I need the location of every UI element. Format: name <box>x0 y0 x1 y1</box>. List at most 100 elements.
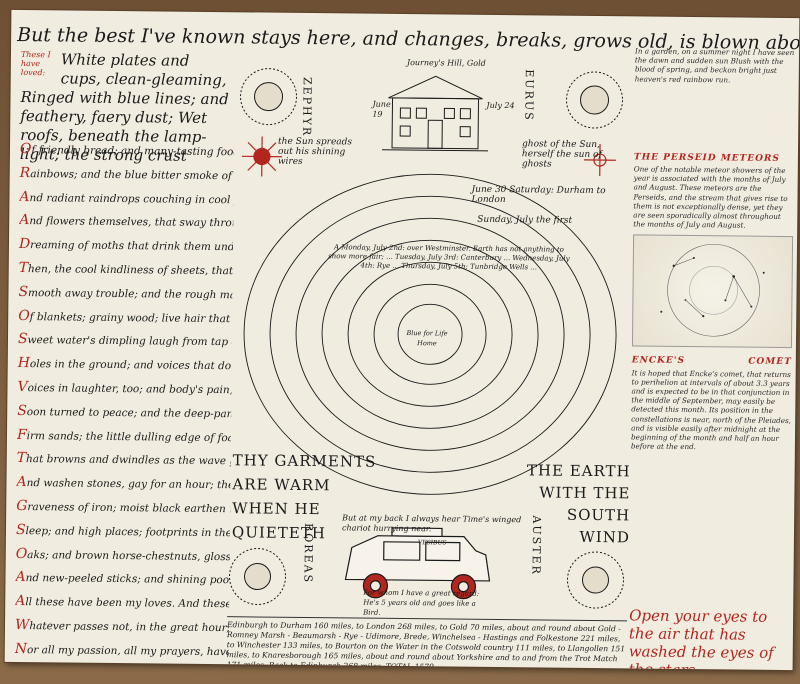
poem-initial: O <box>18 307 30 324</box>
wind-face-bottom-right <box>566 551 624 609</box>
car-caption: But at my back I always hear Time's wing… <box>341 513 522 534</box>
poem-line: Sleep; and high places; footprints in th… <box>16 519 230 545</box>
poem-line: Firm sands; the little dulling edge of f… <box>17 424 231 450</box>
poem-line-text: hen, the cool kindliness of sheets, that… <box>28 263 233 278</box>
poem-line: Nor all my passion, all my prayers, have… <box>15 638 229 664</box>
poem-line-text: raveness of iron; moist black earthen mo… <box>27 501 230 516</box>
wind-face-left <box>240 68 298 126</box>
wind-label-right: EURUS <box>522 69 536 122</box>
poem-line: And new-peeled sticks; and shining pools… <box>15 566 229 592</box>
headline: But the best I've known stays here, and … <box>17 24 799 57</box>
poem-initial: A <box>15 569 26 586</box>
poem-initial: S <box>17 402 27 419</box>
sun-text: the Sun spreads out his shining wires <box>277 136 353 167</box>
poem-line: That browns and dwindles as the wave goe… <box>17 447 231 473</box>
poem-line-text: nd flowers themselves, that sway through… <box>29 215 234 230</box>
house-drawing <box>381 75 488 152</box>
star-chart <box>631 234 794 349</box>
poem-initial: G <box>16 497 28 515</box>
wind-face-right <box>566 71 624 129</box>
poem-line: Soon turned to peace; and the deep-panti… <box>17 400 231 426</box>
itinerary-box: Edinburgh to Durham 160 miles, to London… <box>226 616 628 671</box>
wind-face-bottom-left <box>229 547 287 605</box>
poem-line: And flowers themselves, that sway throug… <box>19 209 233 235</box>
poem-line-text: oon turned to peace; and the deep-pantin… <box>26 405 232 421</box>
comet-heading: COMET <box>748 357 792 368</box>
perseid-text: One of the notable meteor showers of the… <box>633 164 788 230</box>
sunday-red-text: Sunday, July the first <box>477 214 573 226</box>
poem-initial: S <box>15 521 26 538</box>
poem-line: Of blankets; grainy wood; live hair that… <box>18 305 232 331</box>
poem-line-text: nd new-peeled sticks; and shining pools … <box>25 572 230 587</box>
poem-line: And radiant raindrops couching in cool f… <box>19 186 233 212</box>
poem-line-text: aks; and brown horse-chestnuts, glossy-n… <box>27 548 230 564</box>
poem-line-text: hatever passes not, in the great hour; <box>29 620 230 635</box>
poem-line: Holes in the ground; and voices that do … <box>18 352 232 378</box>
poem-line: Whatever passes not, in the great hour; <box>15 614 229 640</box>
right-column: In a garden, on a summer night I have se… <box>631 46 795 452</box>
poem-initial: S <box>18 283 29 300</box>
poem-initial: A <box>19 188 30 205</box>
car-note: For whom I have a great regard: He's 5 y… <box>363 588 480 617</box>
poem-initial: O <box>15 545 28 562</box>
poem-initial: A <box>19 212 30 229</box>
encke-heading: ENCKE'S <box>631 355 686 367</box>
spiral-ring <box>373 283 487 385</box>
poem-initial: W <box>14 616 30 634</box>
poem-initial: F <box>16 426 27 443</box>
house-caption: Journey's Hill, Gold <box>406 58 486 68</box>
poem-line-text: reaming of moths that drink them under t… <box>30 239 234 254</box>
encke-text: It is hoped that Encke's comet, that ret… <box>630 368 792 452</box>
poem-line: Of friendly bread; and many-tasting food… <box>20 138 234 164</box>
poem-line-text: irm sands; the little dulling edge of fo… <box>26 429 232 444</box>
sun-icon <box>241 136 282 177</box>
center-illustration <box>229 68 624 609</box>
poem-line: And washen stones, gay for an hour; the … <box>16 471 230 497</box>
centre-text: Blue for Life Home <box>406 329 448 348</box>
poem-initial: A <box>16 474 27 491</box>
spiral-ring <box>321 239 539 429</box>
closing-quote: Open your eyes to the air that has washe… <box>628 606 774 671</box>
star-chart-drawing <box>660 244 765 337</box>
spiral-ring <box>347 261 513 407</box>
journey-red-text: June 30 Saturday: Durham to London <box>471 184 606 206</box>
poem-line-text: mooth away trouble; and the rough male k… <box>28 286 233 302</box>
poem-line: Dreaming of moths that drink them under … <box>19 233 233 259</box>
poem-initial: D <box>18 236 31 253</box>
poem-line-text: hat browns and dwindles as the wave goes… <box>26 453 231 468</box>
poem-line: Smooth away trouble; and the rough male … <box>18 281 232 307</box>
poem-line-text: nd washen stones, gay for an hour; the c… <box>26 477 231 492</box>
ghost-sun-icon <box>583 144 616 177</box>
poem-line-text: leep; and high places; footprints in the… <box>25 524 231 539</box>
poem-initial: N <box>14 640 28 657</box>
calligraphy-sheet: But the best I've known stays here, and … <box>4 9 800 671</box>
poem-line-text: ainbows; and the blue bitter smoke of wo… <box>30 167 234 183</box>
poem-line-text: nd radiant raindrops couching in cool fl… <box>29 191 234 207</box>
poem-initial: R <box>19 164 31 181</box>
poem-initial: A <box>15 593 26 610</box>
poem-initial: S <box>17 331 28 348</box>
poem-line: Graveness of iron; moist black earthen m… <box>16 495 230 521</box>
perseid-heading: THE PERSEID METEORS <box>633 152 780 164</box>
car-plate: VESIBUS <box>417 539 447 547</box>
wind-label-left: ZEPHYR <box>300 76 314 138</box>
poem-line-text: or all my passion, all my prayers, have … <box>26 643 229 659</box>
spiral-ring <box>243 173 617 495</box>
poem-line-text: ll these have been my loves. And these s… <box>25 596 230 611</box>
poem-line: Rainbows; and the blue bitter smoke of w… <box>20 162 234 188</box>
poem-line-text: oles in the ground; and voices that do s… <box>29 358 232 373</box>
date-right: July 24 <box>486 100 515 111</box>
spiral-text: A Monday, July 2nd: over Westminster. Ea… <box>328 243 570 272</box>
itinerary-text: Edinburgh to Durham 160 miles, to London… <box>226 620 626 671</box>
spiral-ring <box>397 303 463 365</box>
poem-line: Sweet water's dimpling laugh from tap or… <box>18 328 232 354</box>
margin-note: These I have loved: <box>20 49 51 78</box>
poem-column: Of friendly bread; and many-tasting food… <box>14 138 234 670</box>
poem-initial: V <box>17 378 28 396</box>
ghost-text: ghost of the Sun, herself the sun of gho… <box>521 139 602 170</box>
spiral-ring <box>269 195 591 473</box>
poem-line: All these have been my loves. And these … <box>15 590 229 616</box>
date-left: June 19 <box>372 99 391 119</box>
car-drawing <box>344 527 491 600</box>
poem-line-text: weet water's dimpling laugh from tap or … <box>27 334 233 349</box>
